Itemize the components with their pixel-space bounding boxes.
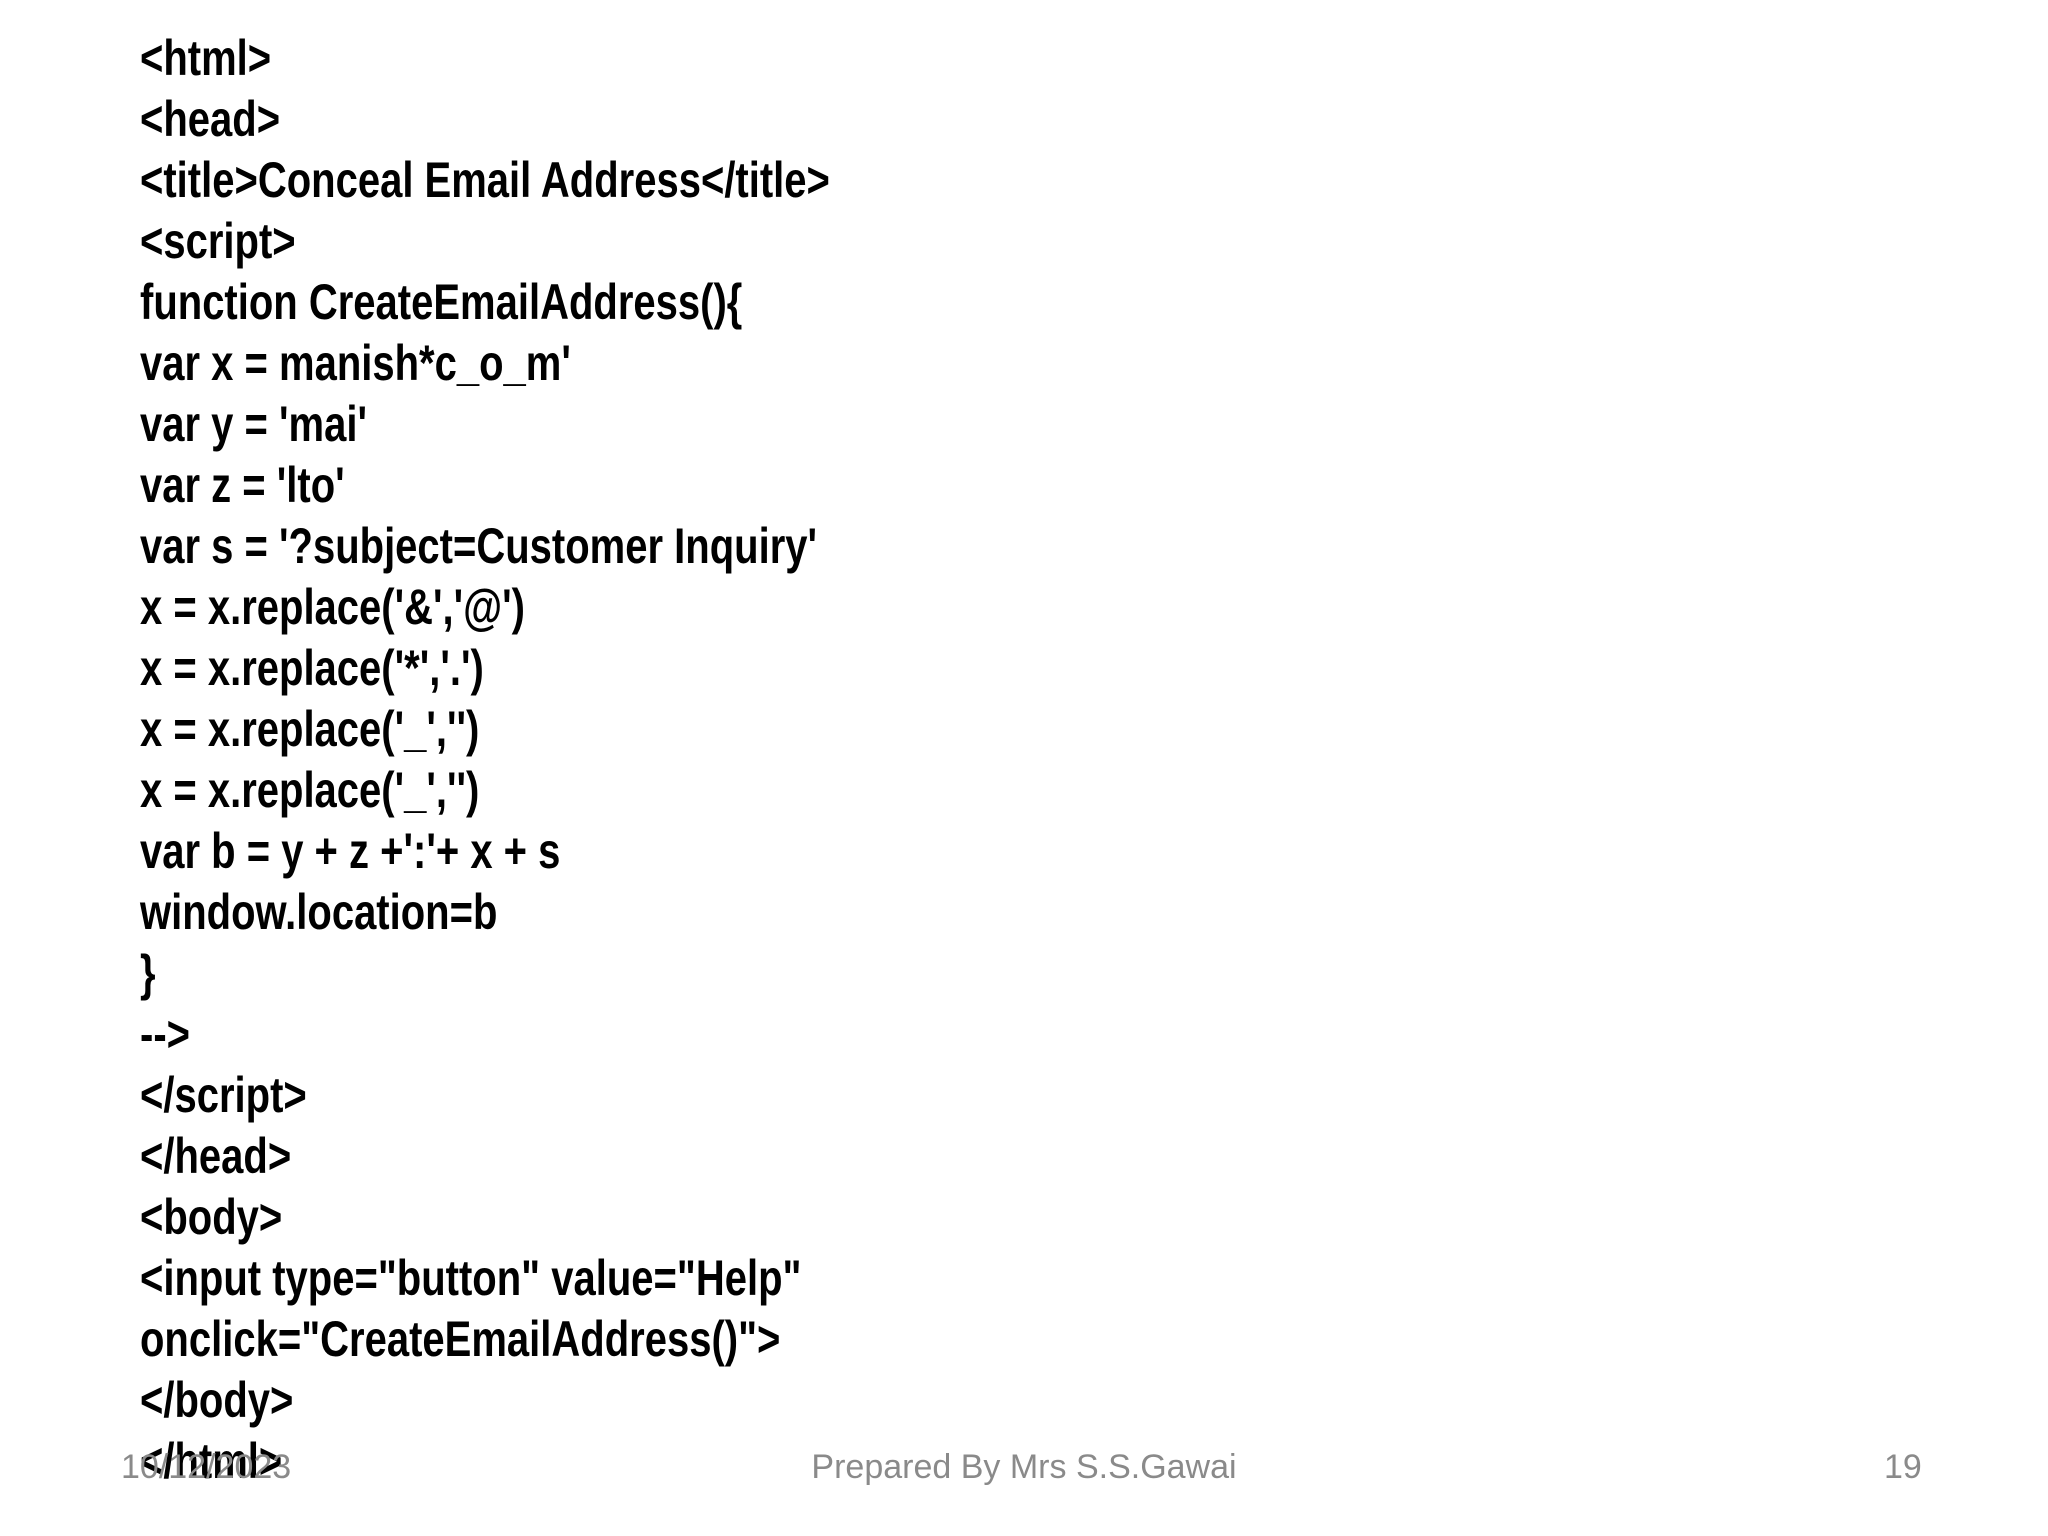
code-block: <html><head><title>Conceal Email Address…: [140, 28, 830, 1492]
code-line: var y = 'mai': [140, 396, 367, 452]
code-line: var b = y + z +':'+ x + s: [140, 823, 561, 879]
footer-page-number: 19: [1884, 1448, 1922, 1486]
code-line: x = x.replace('_',''): [140, 762, 480, 818]
code-line: </html>: [140, 1433, 283, 1489]
code-line: -->: [140, 1006, 190, 1062]
code-line: <head>: [140, 91, 281, 147]
code-line: </body>: [140, 1372, 294, 1428]
code-line: onclick="CreateEmailAddress()">: [140, 1311, 781, 1367]
code-line: <script>: [140, 213, 296, 269]
code-line: x = x.replace('&','@'): [140, 579, 525, 635]
code-line: </script>: [140, 1067, 307, 1123]
code-line: <html>: [140, 30, 272, 86]
code-line: <body>: [140, 1189, 283, 1245]
code-line: function CreateEmailAddress(){: [140, 274, 743, 330]
code-line: </head>: [140, 1128, 292, 1184]
code-line: x = x.replace('*','.'): [140, 640, 484, 696]
code-line: var z = 'lto': [140, 457, 345, 513]
code-line: }: [140, 945, 156, 1001]
code-line: var x = manish*c_o_m': [140, 335, 571, 391]
code-line: x = x.replace('_',''): [140, 701, 480, 757]
code-line: <title>Conceal Email Address</title>: [140, 152, 830, 208]
code-line: <input type="button" value="Help": [140, 1250, 802, 1306]
code-line: window.location=b: [140, 884, 498, 940]
code-line: var s = '?subject=Customer Inquiry': [140, 518, 818, 574]
